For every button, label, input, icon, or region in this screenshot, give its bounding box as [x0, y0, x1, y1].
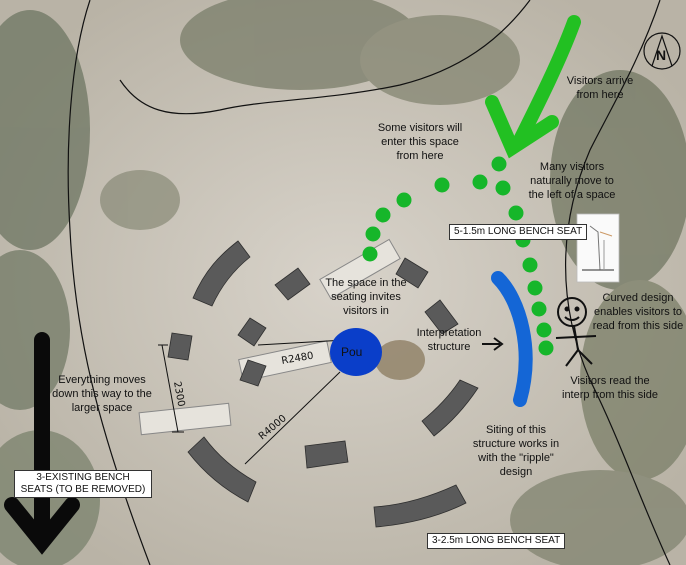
note-many-visitors: Many visitors naturally move to the left… — [528, 161, 616, 201]
note-curved-design: Curved design enables visitors to read f… — [592, 292, 684, 332]
track-boundary — [67, 0, 671, 565]
outer-bench-6 — [421, 379, 479, 437]
north-arrow-icon — [643, 32, 681, 70]
interpretation-structure — [491, 271, 533, 407]
outer-bench-4 — [304, 440, 349, 469]
larger-space-arrow-icon — [4, 332, 80, 555]
label-long-bench-5: 5-1.5m LONG BENCH SEAT — [449, 224, 588, 240]
dimension-lines — [158, 339, 346, 465]
stick-figure-icon — [555, 297, 597, 367]
note-some-visitors: Some visitors will enter this space from… — [377, 122, 463, 162]
outer-bench-5 — [373, 484, 467, 528]
note-visitors-arrive: Visitors arrive from here — [566, 75, 634, 101]
inner-bench-1 — [274, 267, 311, 301]
note-space-invites: The space in the seating invites visitor… — [325, 277, 407, 317]
interpretation-arrow-icon — [482, 337, 504, 351]
outer-bench-3 — [187, 436, 257, 503]
pou-label: Pou — [341, 345, 362, 359]
inner-bench-4 — [237, 317, 267, 347]
inner-bench-3 — [424, 299, 459, 335]
visitor-path-dots — [362, 156, 554, 356]
note-siting: Siting of this structure works in with t… — [472, 424, 560, 478]
label-existing-bench: 3-EXISTING BENCH SEATS (TO BE REMOVED) — [14, 470, 152, 498]
note-visitors-read: Visitors read the interp from this side — [562, 375, 658, 401]
inner-bench-5 — [239, 359, 267, 387]
inner-bench-ring — [237, 257, 459, 387]
outer-bench-1 — [192, 240, 251, 307]
inner-bench-2 — [395, 257, 429, 289]
dim-2300-label: 2300 — [171, 381, 186, 408]
label-long-bench-3: 3-2.5m LONG BENCH SEAT — [427, 533, 566, 549]
pou-marker — [330, 328, 382, 376]
outer-bench-2 — [167, 332, 193, 361]
outer-bench-ring — [167, 240, 479, 528]
visitor-flow-arrow-icon — [485, 15, 581, 159]
note-everything-moves: Everything moves down this way to the la… — [52, 374, 152, 414]
note-interpretation: Interpretation structure — [416, 327, 482, 353]
north-label: N — [656, 47, 666, 63]
